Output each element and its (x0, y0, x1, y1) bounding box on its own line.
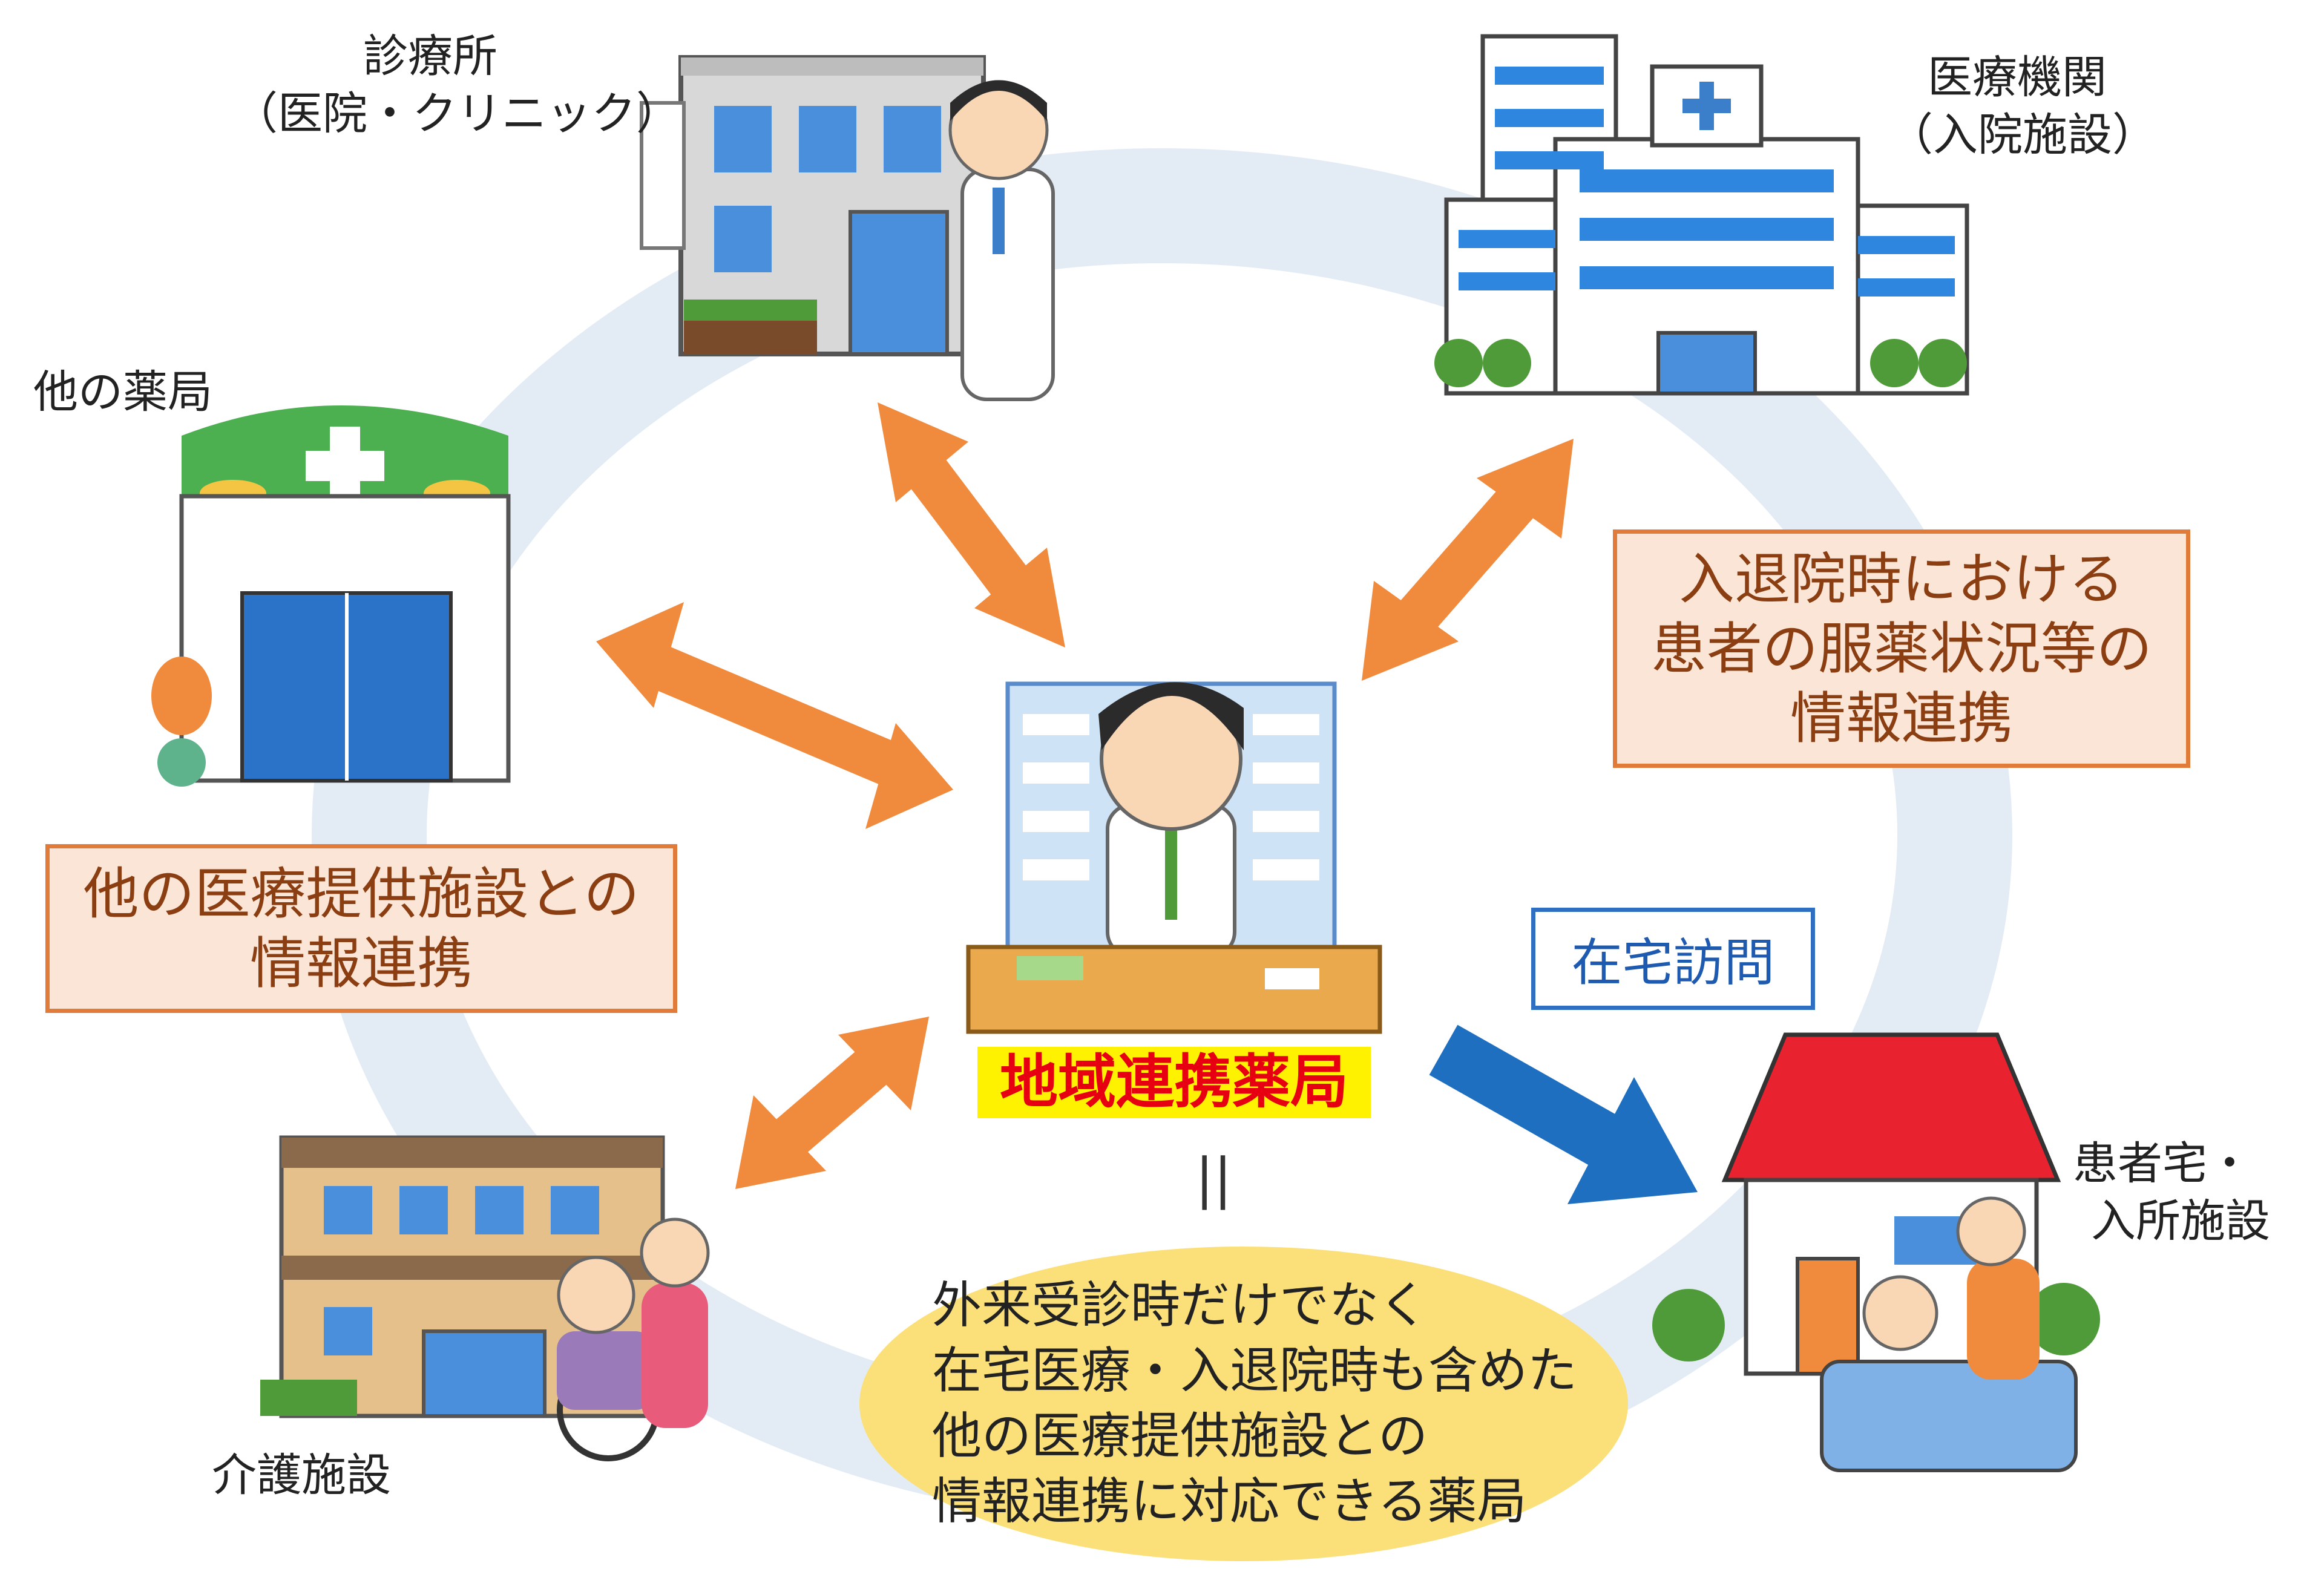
other-pharmacy-name: 他の薬局 (33, 366, 212, 418)
other-facilities-info-line: 他の医療提供施設との (83, 861, 640, 926)
community-pharmacy-illustration (966, 681, 1382, 1034)
other-facilities-info-line: 情報連携 (249, 931, 473, 996)
home-visit-label: 在宅訪問 (1531, 908, 1815, 1010)
care-facility-illustration (260, 1135, 710, 1461)
definition-line: 在宅医療・入退院時も含めた (932, 1342, 1578, 1400)
hospital-subtitle: （入院施設） (1888, 109, 2157, 161)
patient-home-name: 患者宅・ (2073, 1138, 2252, 1190)
care-facility-name: 介護施設 (212, 1449, 391, 1501)
definition-line: 他の医療提供施設との (932, 1407, 1428, 1465)
equals-sign: || (1195, 1147, 1232, 1210)
admission-info-line: 情報連携 (1790, 686, 2013, 751)
other-pharmacy-illustration (151, 405, 511, 787)
community-pharmacy-label: 地域連携薬局 (977, 1047, 1371, 1118)
clinic-subtitle: （医院・クリニック） (233, 88, 681, 140)
definition-ellipse: 外来受診時だけでなく 在宅医療・入退院時も含めた 他の医療提供施設との 情報連携… (859, 1247, 1628, 1561)
admission-info-line: 患者の服薬状況等の (1650, 616, 2152, 681)
patient-home-subtitle: 入所施設 (2091, 1195, 2270, 1247)
arrow-hospital-pharmacy (1362, 439, 1574, 681)
patient-home-illustration (1652, 1032, 2100, 1472)
hospital-illustration (1434, 34, 1969, 396)
arrow-home-visit (1429, 1024, 1698, 1204)
definition-line: 外来受診時だけでなく (932, 1276, 1429, 1334)
clinic-illustration (640, 55, 986, 356)
hospital-name: 医療機関 (1928, 51, 2107, 103)
clinic-name: 診療所 (363, 30, 497, 82)
arrow-carefacility-pharmacy (735, 1017, 929, 1189)
admission-info-line: 入退院時における (1678, 546, 2124, 612)
doctor-illustration (948, 80, 1055, 401)
arrow-otherpharmacy-pharmacy (596, 602, 953, 829)
definition-line: 情報連携に対応できる薬局 (932, 1473, 1527, 1531)
admission-info-box: 入退院時における 患者の服薬状況等の 情報連携 (1613, 529, 2190, 768)
other-facilities-info-box: 他の医療提供施設との 情報連携 (45, 844, 677, 1013)
arrow-clinic-pharmacy (878, 402, 1065, 647)
